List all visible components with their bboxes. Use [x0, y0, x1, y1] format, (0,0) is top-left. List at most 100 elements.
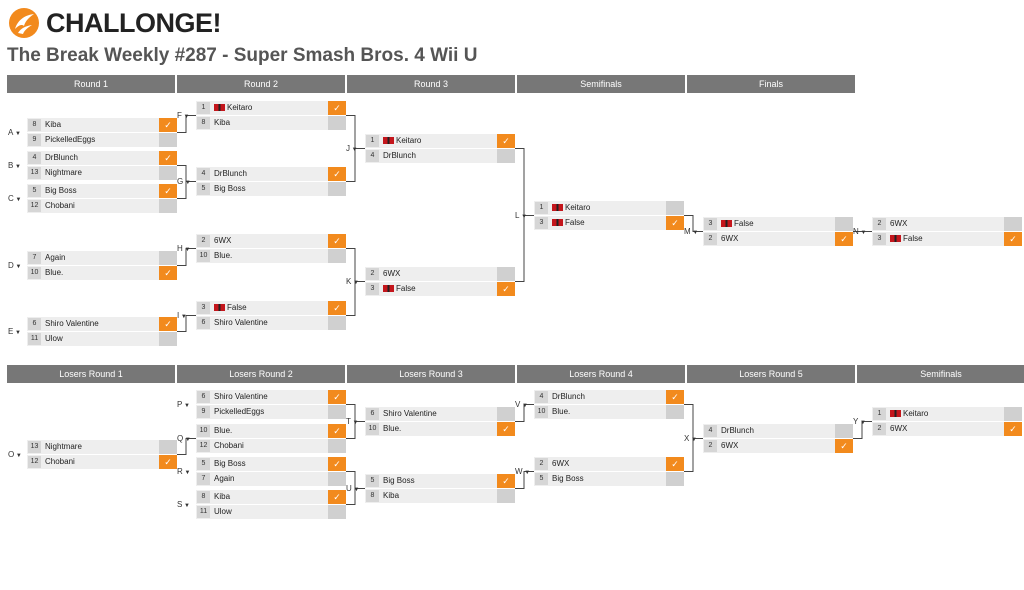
match-identifier[interactable]: G ▼ — [177, 177, 195, 188]
match-identifier[interactable]: U ▼ — [346, 484, 364, 495]
match-identifier[interactable]: C ▼ — [8, 194, 26, 205]
match-identifier[interactable]: M ▼ — [684, 227, 702, 238]
match-identifier[interactable]: O ▼ — [8, 450, 26, 461]
match-identifier[interactable]: L ▼ — [515, 211, 533, 222]
match-identifier[interactable]: H ▼ — [177, 244, 195, 255]
match-identifier[interactable]: X ▼ — [684, 434, 702, 445]
match-identifier[interactable]: B ▼ — [8, 161, 26, 172]
challonge-logo[interactable]: CHALLONGE! — [8, 6, 221, 40]
match-identifier[interactable]: W ▼ — [515, 467, 533, 478]
match-identifier[interactable]: S ▼ — [177, 500, 195, 511]
match-identifier[interactable]: D ▼ — [8, 261, 26, 272]
match-identifier[interactable]: Q ▼ — [177, 434, 195, 445]
match-identifier[interactable]: P ▼ — [177, 400, 195, 411]
match-identifier[interactable]: I ▼ — [177, 311, 195, 322]
match-identifier[interactable]: K ▼ — [346, 277, 364, 288]
match-identifier[interactable]: J ▼ — [346, 144, 364, 155]
match-identifier[interactable]: V ▼ — [515, 400, 533, 411]
match-identifier[interactable]: E ▼ — [8, 327, 26, 338]
match-identifier[interactable]: A ▼ — [8, 128, 26, 139]
match-identifier[interactable]: F ▼ — [177, 111, 195, 122]
match-identifier[interactable]: N ▼ — [853, 227, 871, 238]
match-identifier[interactable]: T ▼ — [346, 417, 364, 428]
match-identifier[interactable]: Y ▼ — [853, 417, 871, 428]
match-identifier[interactable]: R ▼ — [177, 467, 195, 478]
